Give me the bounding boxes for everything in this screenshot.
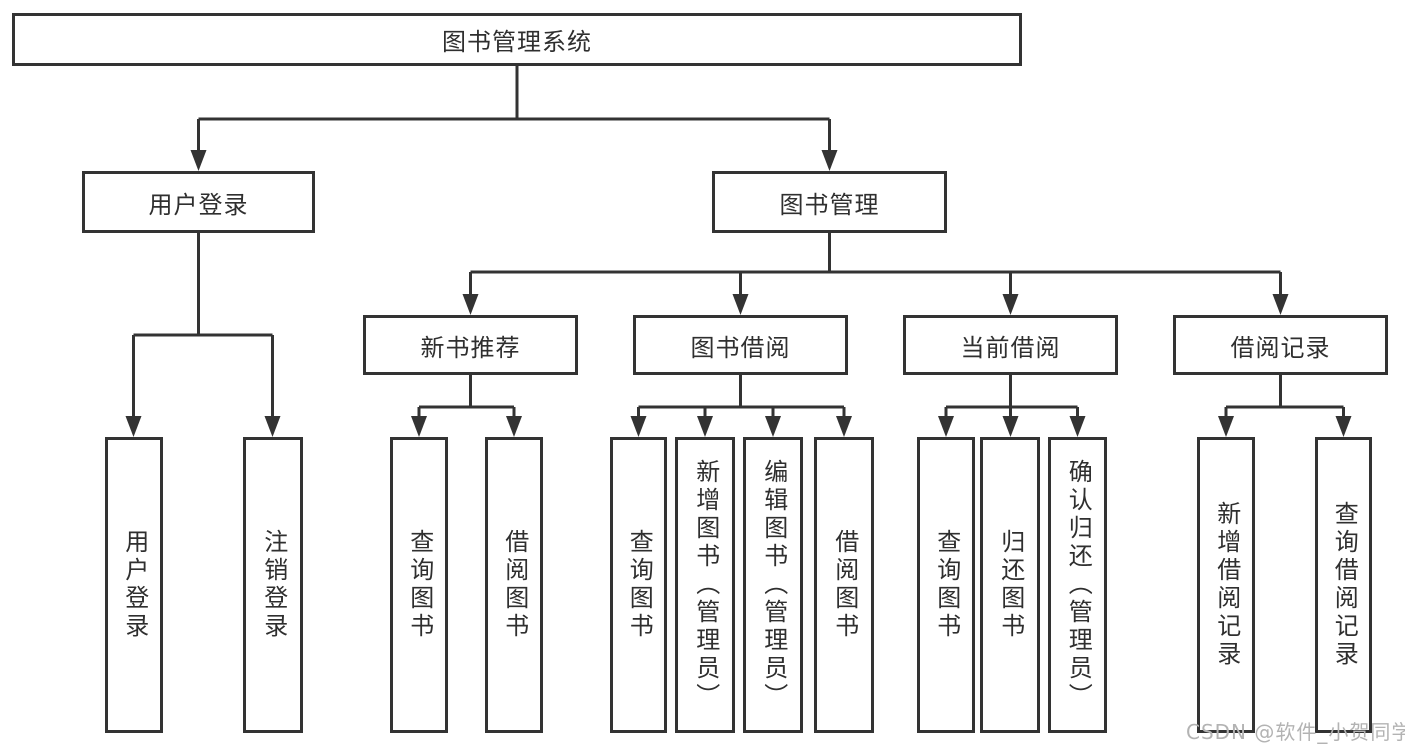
leaf-add-book-admin: 新增图书（管理员） <box>675 437 735 733</box>
arrowhead <box>1218 416 1234 437</box>
arrowhead <box>697 416 713 437</box>
leaf-label: 用户登录 <box>120 529 149 641</box>
leaf-return-book: 归还图书 <box>980 437 1040 733</box>
leaf-logout: 注销登录 <box>243 437 303 733</box>
node-label: 图书借阅 <box>690 333 791 362</box>
node-label: 图书管理系统 <box>442 28 592 56</box>
leaf-query-books-borrowing: 查询图书 <box>610 437 667 733</box>
arrowhead <box>821 150 838 171</box>
leaf-user-login: 用户登录 <box>105 437 163 733</box>
leaf-edit-book-admin: 编辑图书（管理员） <box>743 437 803 733</box>
connector-user-login-branch <box>125 233 281 437</box>
arrowhead <box>264 416 281 437</box>
leaf-label: 借阅图书 <box>500 529 529 641</box>
connector-book-management-to-level3 <box>462 233 1289 315</box>
arrowhead <box>765 416 781 437</box>
leaf-label: 查询图书 <box>405 529 434 641</box>
arrowhead <box>732 294 749 315</box>
arrowhead <box>190 150 207 171</box>
arrowhead <box>506 416 522 437</box>
connector-new-book-branch <box>411 375 522 437</box>
leaf-label: 编辑图书（管理员） <box>759 459 788 711</box>
leaf-query-books-newrec: 查询图书 <box>390 437 448 733</box>
arrowhead <box>836 416 852 437</box>
node-library-management-system: 图书管理系统 <box>12 13 1022 66</box>
node-borrowing-records: 借阅记录 <box>1173 315 1388 375</box>
leaf-label: 查询图书 <box>932 529 961 641</box>
node-label: 图书管理 <box>779 190 880 219</box>
node-book-borrowing: 图书借阅 <box>633 315 848 375</box>
leaf-label: 查询图书 <box>625 529 654 641</box>
leaf-label: 归还图书 <box>996 529 1025 641</box>
leaf-add-borrow-record: 新增借阅记录 <box>1197 437 1255 733</box>
node-label: 当前借阅 <box>960 333 1061 362</box>
node-label: 借阅记录 <box>1230 333 1331 362</box>
arrowhead <box>1335 416 1352 437</box>
leaf-borrow-books-newrec: 借阅图书 <box>485 437 543 733</box>
leaf-query-books-current: 查询图书 <box>917 437 975 733</box>
arrowhead <box>1002 294 1019 315</box>
arrowhead <box>125 416 142 437</box>
node-user-login: 用户登录 <box>82 171 315 233</box>
leaf-label: 新增图书（管理员） <box>691 459 720 711</box>
node-current-borrowing: 当前借阅 <box>903 315 1118 375</box>
leaf-label: 确认归还（管理员） <box>1064 459 1093 711</box>
arrowhead <box>1069 416 1086 437</box>
arrowhead <box>938 416 954 437</box>
arrowhead <box>411 416 427 437</box>
leaf-confirm-return-admin: 确认归还（管理员） <box>1048 437 1107 733</box>
arrowhead <box>1002 416 1019 437</box>
csdn-watermark: CSDN @软件_小贺同学 <box>1186 720 1405 744</box>
arrowhead <box>1272 294 1289 315</box>
connector-current-borrowing-branch <box>938 375 1086 437</box>
leaf-borrow-books-borrowing: 借阅图书 <box>814 437 874 733</box>
leaf-label: 新增借阅记录 <box>1212 501 1241 669</box>
connector-root-to-level2 <box>190 66 838 171</box>
node-new-book-recommendation: 新书推荐 <box>363 315 578 375</box>
arrowhead <box>462 294 479 315</box>
connector-book-borrowing-branch <box>630 375 852 437</box>
node-label: 用户登录 <box>148 190 249 219</box>
leaf-label: 借阅图书 <box>830 529 859 641</box>
leaf-query-borrow-record: 查询借阅记录 <box>1315 437 1372 733</box>
leaf-label: 查询借阅记录 <box>1330 501 1359 669</box>
node-label: 新书推荐 <box>420 333 521 362</box>
arrowhead <box>630 416 647 437</box>
leaf-label: 注销登录 <box>259 529 288 641</box>
connector-borrowing-records-branch <box>1218 375 1352 437</box>
node-book-management: 图书管理 <box>712 171 947 233</box>
